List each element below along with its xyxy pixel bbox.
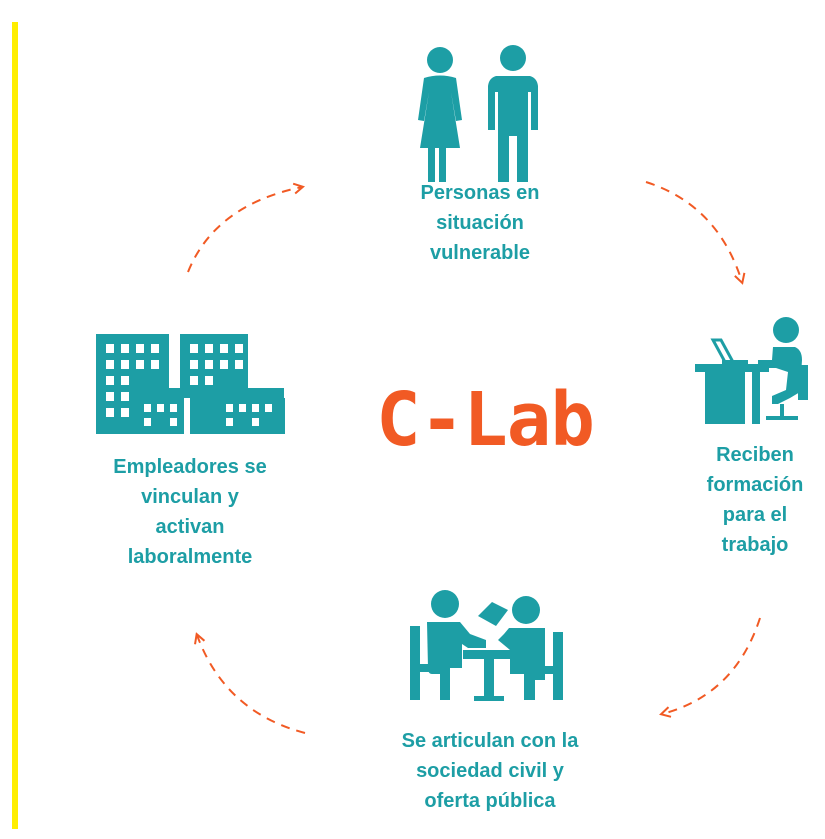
step-label-line: activan — [155, 516, 225, 538]
step-label-empleadores: Empleadores se vinculan y activan labora… — [80, 452, 300, 572]
step-label-line: Se articulan con la — [401, 730, 579, 752]
cycle-arrow-top-right — [645, 181, 742, 282]
cycle-arrow-bottom-right — [662, 617, 761, 714]
step-label-line: laboralmente — [127, 546, 253, 568]
step-label-line: vulnerable — [429, 242, 531, 264]
step-label-line: trabajo — [721, 534, 789, 556]
step-label-line: oferta pública — [424, 790, 556, 812]
meeting-icon — [410, 590, 563, 701]
buildings-icon — [96, 334, 285, 434]
step-label-line: vinculan y — [141, 486, 239, 508]
step-label-articulan: Se articulan con la sociedad civil y ofe… — [365, 726, 615, 816]
step-label-line: Personas en — [420, 182, 540, 204]
people-icon — [418, 45, 538, 182]
step-label-line: formación — [706, 474, 804, 496]
step-label-line: Reciben — [716, 444, 794, 466]
step-label-line: Empleadores se — [113, 456, 267, 478]
accent-bar — [12, 22, 18, 829]
step-label-line: sociedad civil y — [416, 760, 564, 782]
desk-worker-icon — [695, 317, 808, 424]
step-label-personas: Personas en situación vulnerable — [365, 178, 595, 268]
cycle-arrow-bottom-left — [197, 635, 306, 734]
cycle-arrow-top-left — [187, 187, 302, 273]
step-label-formacion: Reciben formación para el trabajo — [675, 440, 825, 560]
step-label-line: situación — [436, 212, 524, 234]
center-title: C-Lab — [376, 377, 595, 463]
step-label-line: para el — [722, 504, 788, 526]
